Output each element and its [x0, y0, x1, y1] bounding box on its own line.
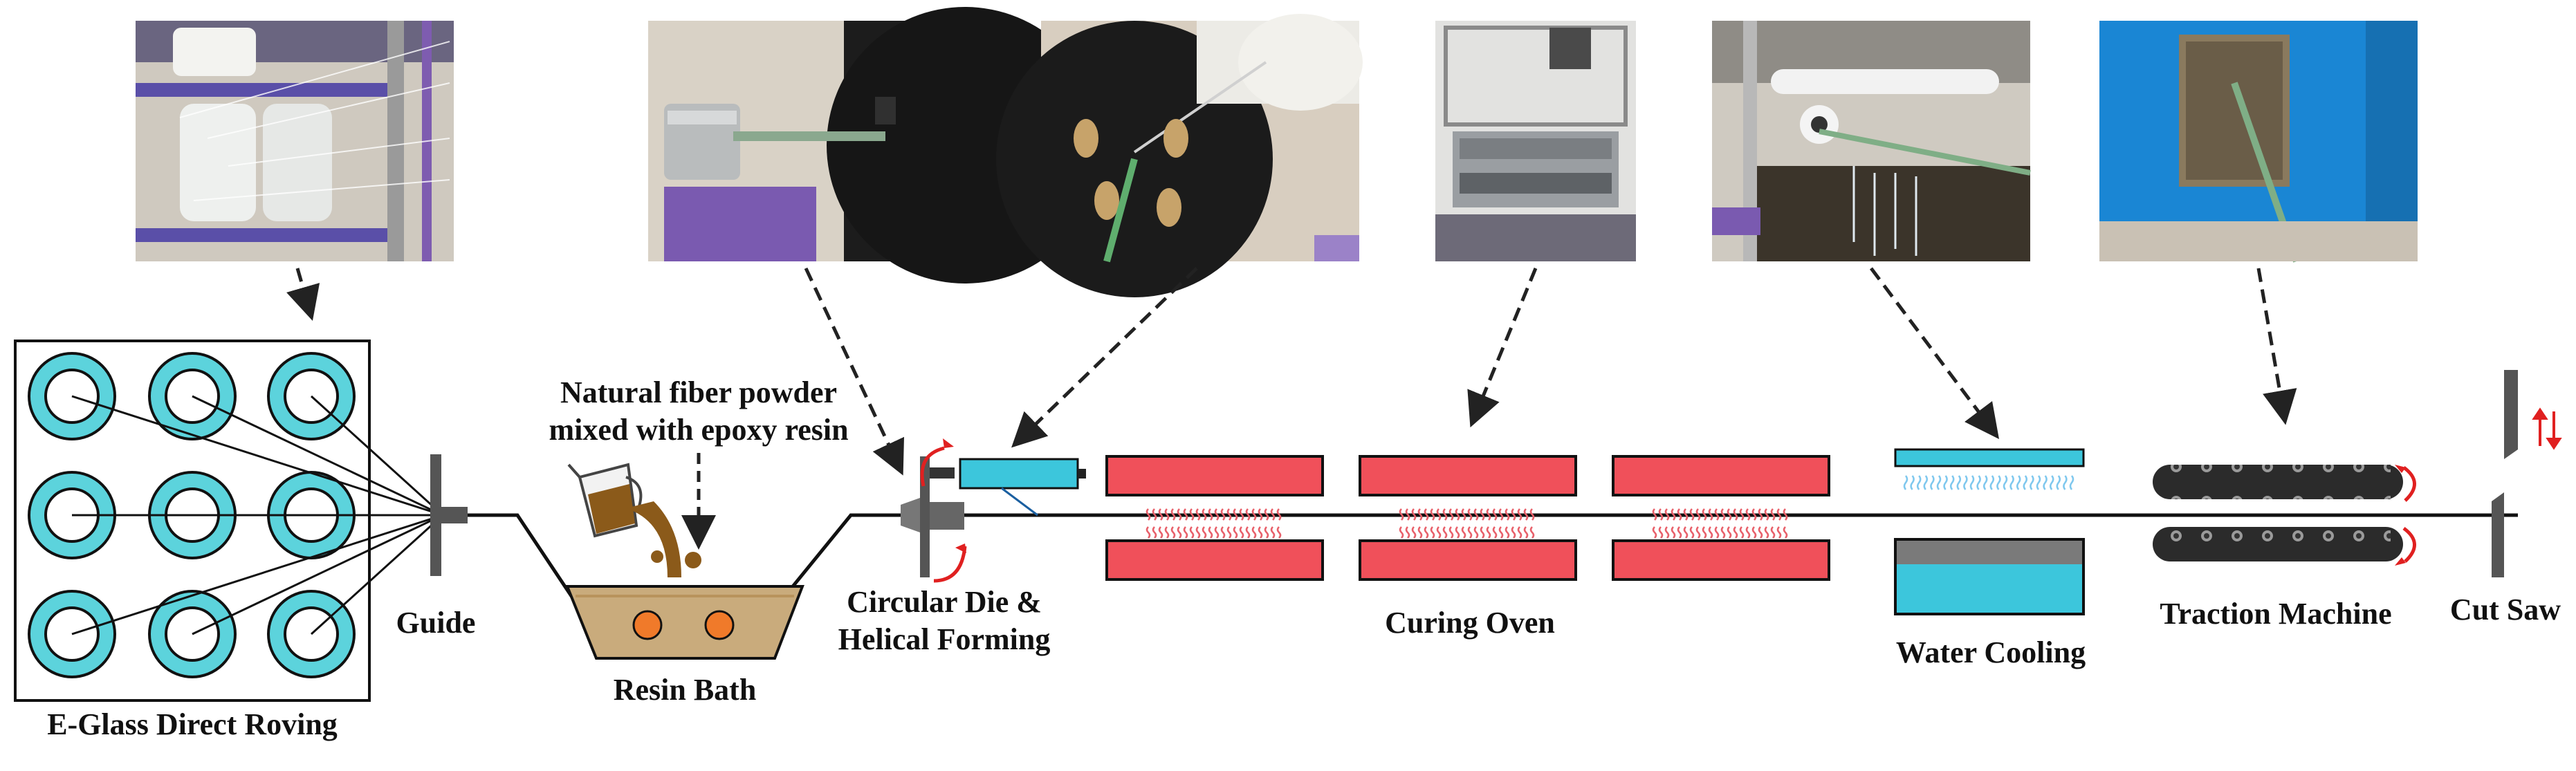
- lower-heater: [1359, 539, 1577, 581]
- label-traction: Traction Machine: [2160, 597, 2391, 631]
- label-water-cooling: Water Cooling: [1896, 635, 2086, 669]
- water-spray-drops: [1903, 475, 2074, 490]
- curing-oven-photo: [1435, 21, 1636, 261]
- oven-heater-pair: [1105, 455, 1324, 581]
- curing-oven: [1105, 455, 1830, 581]
- oven-heater-pair: [1612, 455, 1830, 581]
- track-rotation-upper-icon: [2402, 465, 2416, 502]
- upper-heater: [1612, 455, 1830, 496]
- label-die-line1: Circular Die &: [847, 585, 1042, 619]
- upper-heater: [1359, 455, 1577, 496]
- arrow-to-water-cooling: [1869, 267, 1999, 440]
- lower-heater: [1105, 539, 1324, 581]
- cut-saw: [2492, 370, 2562, 577]
- upper-heater: [1105, 455, 1324, 496]
- label-powder-line2: mixed with epoxy resin: [549, 413, 848, 447]
- heating-coil-icon: [1652, 508, 1788, 539]
- heating-coil-icon: [1146, 508, 1282, 539]
- label-resin-bath: Resin Bath: [614, 673, 757, 707]
- label-die-line2: Helical Forming: [838, 622, 1051, 656]
- arrow-to-curing-oven: [1467, 268, 1538, 428]
- water-cooling-photo: [1712, 21, 2031, 261]
- label-powder-line1: Natural fiber powder: [560, 375, 837, 409]
- rotation-arrow-icon: [920, 446, 945, 487]
- roving-creel: [14, 340, 444, 702]
- up-down-arrows-icon: [2532, 407, 2562, 450]
- track-rotation-lower-icon: [2402, 526, 2416, 563]
- guide: [430, 454, 468, 576]
- roving-fibers: [71, 395, 444, 635]
- label-roving: E-Glass Direct Roving: [47, 707, 338, 741]
- label-curing-oven: Curing Oven: [1385, 606, 1555, 640]
- helical-winder: [959, 458, 1079, 490]
- spray-bar: [1894, 448, 2085, 467]
- oven-heater-pair: [1359, 455, 1577, 581]
- arrow-to-traction: [2256, 268, 2297, 425]
- bath-roller-right: [704, 610, 735, 640]
- lower-heater: [1612, 539, 1830, 581]
- resin-bath: [565, 453, 804, 660]
- traction-machine-photo: [2099, 21, 2418, 263]
- bath-roller-left: [632, 610, 663, 640]
- rotation-arrow-lower-icon: [933, 546, 967, 583]
- traction-machine: [2153, 465, 2416, 566]
- arrow-to-resin-bath: [804, 267, 905, 476]
- resin-jug-icon: [567, 463, 701, 577]
- water-cooling-unit: [1894, 448, 2085, 615]
- label-cut-saw: Cut Saw: [2450, 593, 2561, 626]
- arrow-to-circular-die: [1011, 267, 1198, 448]
- label-guide: Guide: [396, 606, 476, 640]
- roving-spools-photo: [136, 21, 454, 261]
- circular-die: [901, 438, 1086, 583]
- circular-die-photo: [996, 14, 1363, 297]
- arrow-to-roving: [286, 268, 320, 322]
- heating-coil-icon: [1399, 508, 1535, 539]
- photo-pointer-arrows: [286, 267, 2297, 476]
